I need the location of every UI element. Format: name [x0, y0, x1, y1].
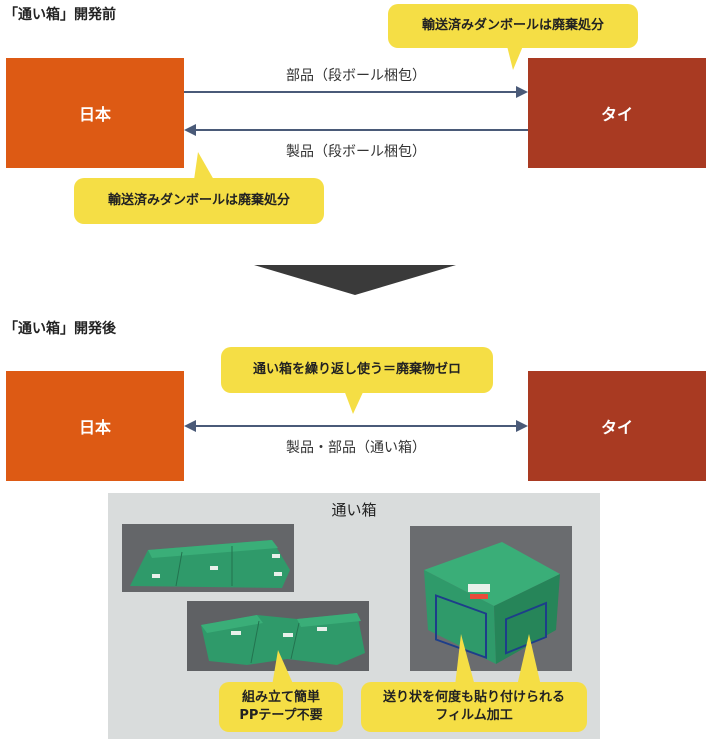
callout-right-line2: フィルム加工	[435, 708, 513, 723]
callout-film-coating: 送り状を何度も貼り付けられる フィルム加工	[361, 682, 587, 732]
callout-thailand-before: 輸送済みダンボールは廃棄処分	[388, 4, 638, 48]
arrow-to-thailand-label: 部品（段ボール梱包）	[286, 68, 426, 84]
after-arrow-label: 製品・部品（通い箱）	[286, 440, 426, 456]
bidirectional-arrow-head-left	[184, 420, 196, 432]
arrow-to-japan-label: 製品（段ボール梱包）	[286, 144, 426, 160]
bidirectional-arrow-head-right	[516, 420, 528, 432]
flat-sheet-image	[122, 524, 294, 592]
callout-thailand-pointer	[507, 46, 523, 70]
callout-left-line2: PPテープ不要	[239, 708, 323, 723]
japan-box-after: 日本	[6, 371, 184, 481]
arrow-to-japan-head	[184, 124, 196, 136]
photo-flat-sheet	[122, 524, 294, 592]
photo-panel-title: 通い箱	[331, 501, 377, 519]
photo-unfolded-box	[187, 601, 369, 671]
arrow-to-thailand-head	[516, 86, 528, 98]
thailand-box-before: タイ	[528, 58, 706, 168]
callout-easy-assembly: 組み立て簡単 PPテープ不要	[219, 682, 343, 732]
callout-after-pointer	[344, 390, 364, 414]
unfolded-box-image	[187, 601, 369, 671]
japan-label: 日本	[78, 418, 111, 437]
callout-after-text: 通い箱を繰り返し使う＝廃棄物ゼロ	[252, 362, 461, 377]
after-heading: 「通い箱」開発後	[4, 321, 116, 337]
thailand-label: タイ	[600, 105, 633, 124]
callout-after: 通い箱を繰り返し使う＝廃棄物ゼロ	[221, 347, 493, 393]
callout-japan-pointer	[194, 152, 214, 180]
transition-arrow	[254, 265, 456, 295]
thailand-label: タイ	[600, 418, 633, 437]
japan-label: 日本	[78, 105, 111, 124]
before-arrows	[184, 86, 528, 136]
callout-japan-before: 輸送済みダンボールは廃棄処分	[74, 178, 324, 224]
before-heading: 「通い箱」開発前	[4, 7, 116, 23]
after-arrow	[184, 420, 528, 432]
japan-box-before: 日本	[6, 58, 184, 168]
thailand-box-after: タイ	[528, 371, 706, 481]
callout-right-line1: 送り状を何度も貼り付けられる	[382, 690, 565, 705]
callout-right-pointers	[455, 634, 541, 686]
callout-thailand-text: 輸送済みダンボールは廃棄処分	[421, 18, 604, 33]
callout-left-line1: 組み立て簡単	[241, 690, 320, 705]
callout-left-pointer	[272, 650, 294, 686]
assembled-box-image	[410, 526, 572, 671]
callout-japan-text: 輸送済みダンボールは廃棄処分	[107, 193, 290, 208]
photo-assembled-box	[410, 526, 572, 671]
